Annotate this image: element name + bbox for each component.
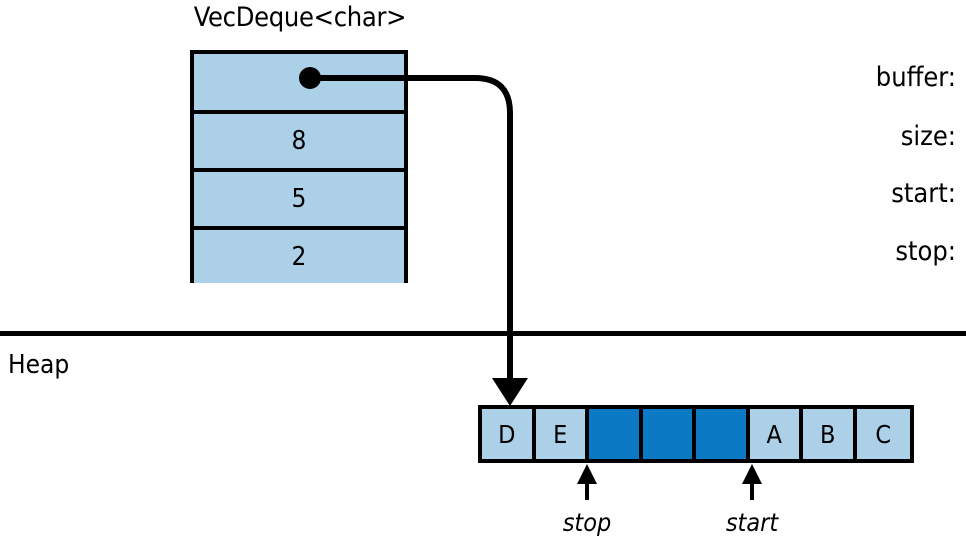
struct-title: VecDeque<char> xyxy=(193,2,407,33)
heap-cell: B xyxy=(803,409,857,459)
heap-array: D E A B C xyxy=(478,405,914,463)
heap-cell: C xyxy=(856,409,910,459)
field-label-start: start: xyxy=(891,178,956,209)
struct-value-stop: 2 xyxy=(291,241,307,272)
heap-cell-value: B xyxy=(820,419,836,449)
heap-cell xyxy=(642,409,696,459)
heap-cell: A xyxy=(749,409,803,459)
struct-box: 8 5 2 xyxy=(190,50,408,283)
heap-divider xyxy=(0,331,966,336)
struct-row-stop: 2 xyxy=(194,226,404,283)
start-marker-arrow-icon xyxy=(742,464,762,484)
stop-marker-arrow-icon xyxy=(577,464,597,484)
heap-cell-value: A xyxy=(766,419,782,449)
heap-cell: E xyxy=(535,409,589,459)
struct-row-buffer xyxy=(194,54,404,110)
field-label-buffer: buffer: xyxy=(875,62,956,93)
heap-cell-value: D xyxy=(498,419,516,449)
heap-cell-value: C xyxy=(875,419,892,449)
heap-cell: D xyxy=(482,409,536,459)
struct-row-size: 8 xyxy=(194,110,404,168)
struct-row-start: 5 xyxy=(194,168,404,226)
heap-cell xyxy=(589,409,643,459)
field-label-stop: stop: xyxy=(895,236,956,267)
marker-label-stop: stop xyxy=(562,508,612,537)
heap-cell xyxy=(696,409,750,459)
struct-value-size: 8 xyxy=(291,126,307,156)
field-label-size: size: xyxy=(900,121,956,152)
heap-cell-value: E xyxy=(553,419,568,449)
pointer-arrow-icon xyxy=(492,378,528,406)
marker-label-start: start xyxy=(725,508,779,537)
heap-label: Heap xyxy=(8,350,70,380)
struct-value-start: 5 xyxy=(291,184,307,214)
